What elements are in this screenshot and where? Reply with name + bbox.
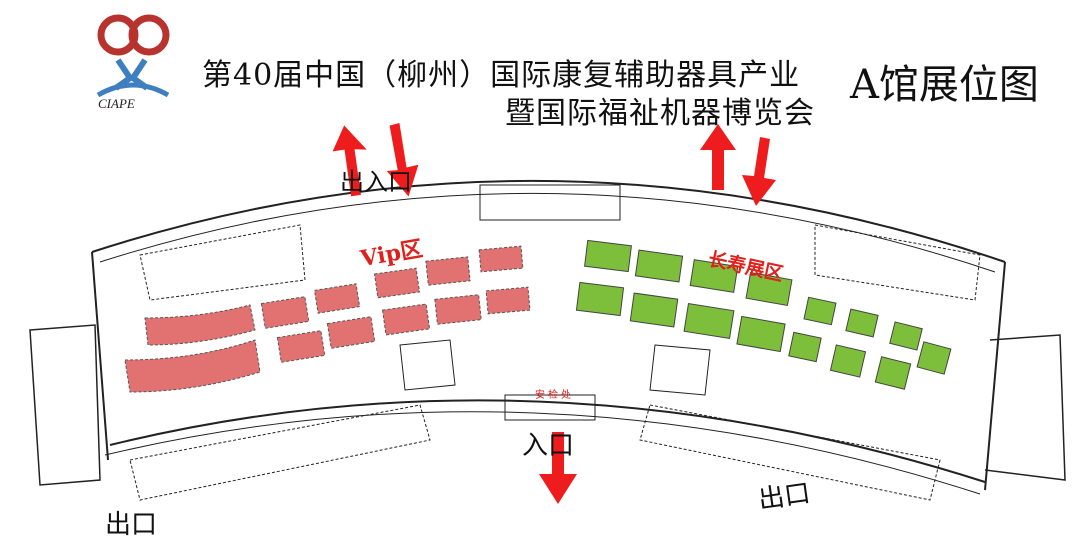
- security-label: 安检处: [535, 390, 574, 401]
- exit-right-label: 出口: [756, 478, 813, 516]
- booth: [478, 245, 524, 273]
- title-line-1: 第40届中国（柳州）国际康复辅助器具产业: [202, 58, 801, 93]
- booth: [634, 249, 684, 283]
- logo-text: CIAPE: [98, 96, 135, 111]
- vip-zone-booths: [124, 245, 531, 393]
- arrow-down-icon: [539, 432, 577, 504]
- booth: [736, 315, 786, 353]
- entrance-bottom-label: 入口: [522, 431, 575, 461]
- booth: [889, 321, 923, 351]
- booth: [803, 296, 837, 326]
- hall-walls: [29, 179, 1066, 501]
- booth: [689, 259, 739, 293]
- booth: [124, 339, 261, 393]
- arrow-up-icon: [332, 125, 367, 197]
- booth: [788, 331, 822, 363]
- booth: [683, 303, 735, 339]
- booth: [845, 308, 879, 338]
- booth: [260, 296, 310, 329]
- arrow-up-icon: [700, 124, 736, 190]
- booth: [485, 286, 531, 315]
- booth: [874, 356, 912, 390]
- booth: [916, 341, 952, 375]
- title-line-2: 暨国际福祉机器博览会: [505, 96, 815, 131]
- ciape-logo: [96, 14, 170, 98]
- booth: [144, 304, 256, 346]
- booth: [584, 239, 632, 273]
- booth: [434, 294, 482, 325]
- exit-left-label: 出口: [105, 510, 158, 540]
- booth: [373, 267, 421, 299]
- booth: [313, 283, 361, 314]
- booth: [276, 330, 326, 363]
- arrow-down-icon: [742, 137, 776, 206]
- arrows: [332, 122, 776, 504]
- booth: [381, 303, 431, 336]
- booth: [326, 316, 376, 349]
- booth: [629, 292, 679, 328]
- longevity-zone-booths: [575, 239, 952, 390]
- arrow-down-icon: [386, 122, 419, 197]
- booth: [425, 256, 471, 286]
- hall-title: A馆展位图: [850, 62, 1039, 108]
- booth: [829, 344, 867, 378]
- entrance-exit-top-label: 出入口: [340, 168, 412, 196]
- booth: [575, 281, 625, 317]
- booth: [745, 271, 793, 307]
